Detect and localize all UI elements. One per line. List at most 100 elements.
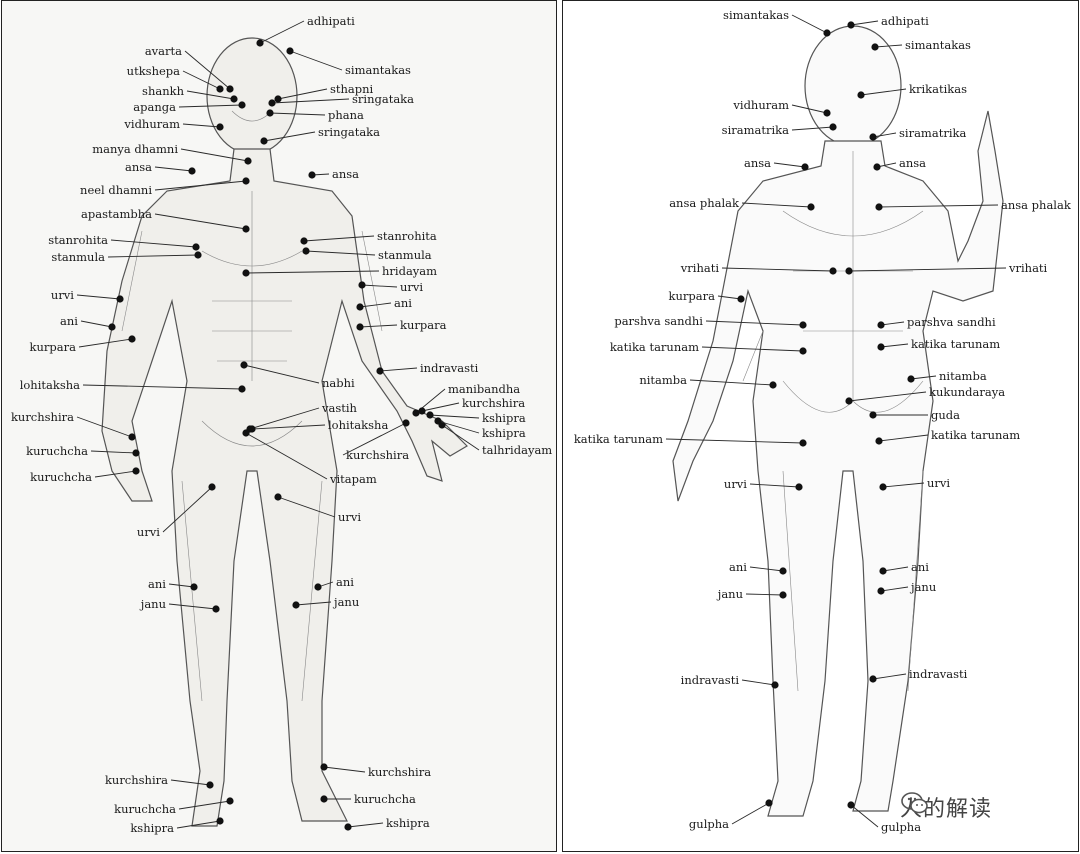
front-point-label: ansa <box>332 167 359 181</box>
back-marma-point <box>869 675 877 683</box>
front-marma-point <box>216 85 224 93</box>
front-leader-line <box>176 820 221 829</box>
back-view-panel: simantakas adhipati simantakas krikatikas vi… <box>562 0 1079 852</box>
back-diagram: simantakas adhipati simantakas krikatikas vi… <box>574 8 1072 834</box>
front-leader-line <box>245 270 380 274</box>
back-marma-point <box>907 375 915 383</box>
front-marma-point <box>226 85 234 93</box>
front-point-label: utkshepa <box>127 64 180 78</box>
back-marma-point <box>847 21 855 29</box>
front-marma-point <box>192 243 200 251</box>
back-marma-point <box>845 397 853 405</box>
front-marma-point <box>300 237 308 245</box>
back-leader-line <box>701 346 804 352</box>
back-marma-point <box>771 681 779 689</box>
back-marma-point <box>875 437 883 445</box>
front-marma-point <box>128 335 136 343</box>
front-point-label: kuruchcha <box>26 444 88 458</box>
front-marma-point <box>274 95 282 103</box>
back-point-label: ansa phalak <box>669 196 740 210</box>
front-marma-point <box>248 425 256 433</box>
front-leader-line <box>107 254 199 258</box>
back-leader-line <box>721 267 834 272</box>
back-leader-line <box>850 20 879 26</box>
front-point-label: urvi <box>338 510 361 524</box>
back-marma-point <box>847 801 855 809</box>
front-marma-point <box>266 109 274 117</box>
back-leader-line <box>874 44 903 48</box>
back-point-label: krikatikas <box>909 82 967 96</box>
front-point-label: kurchshira <box>368 765 431 779</box>
front-leader-line <box>168 583 195 588</box>
back-leader-line <box>731 802 770 825</box>
front-point-label: sringataka <box>352 92 414 106</box>
front-leader-line <box>162 486 213 533</box>
front-point-label: kuruchcha <box>30 470 92 484</box>
front-leader-line <box>110 239 197 248</box>
front-leader-line <box>271 98 350 104</box>
back-leader-line <box>880 343 909 348</box>
back-marma-point <box>823 109 831 117</box>
front-marma-point <box>314 583 322 591</box>
front-point-label: ani <box>394 296 412 310</box>
back-point-label: simantakas <box>723 8 789 22</box>
back-marma-point <box>823 29 831 37</box>
back-point-label: vidhuram <box>732 98 789 112</box>
front-marma-point <box>128 433 136 441</box>
front-leader-line <box>80 320 113 328</box>
front-leader-line <box>82 384 243 390</box>
front-point-label: sthapni <box>330 82 374 96</box>
front-marma-point <box>412 409 420 417</box>
back-marma-point <box>829 267 837 275</box>
back-point-label: ani <box>911 560 929 574</box>
front-point-label: kuruchcha <box>114 802 176 816</box>
back-point-label: nitamba <box>639 373 687 387</box>
back-point-label: katika tarunam <box>610 340 699 354</box>
front-leader-line <box>76 416 133 438</box>
front-leader-line <box>429 414 480 419</box>
front-leader-line <box>277 88 328 100</box>
back-point-label: adhipati <box>881 14 929 28</box>
front-leader-line <box>347 822 384 828</box>
front-marma-point <box>216 817 224 825</box>
back-marma-point <box>869 411 877 419</box>
front-point-label: kurchshira <box>105 773 168 787</box>
front-marma-point <box>356 323 364 331</box>
front-marma-point <box>256 39 264 47</box>
back-leader-line <box>878 204 999 208</box>
front-point-label: ani <box>148 577 166 591</box>
front-marma-point <box>320 795 328 803</box>
back-leader-line <box>860 88 907 96</box>
front-leader-line <box>154 166 193 172</box>
back-point-label: siramatrika <box>722 123 789 137</box>
front-leader-line <box>180 148 249 162</box>
back-marma-point <box>801 163 809 171</box>
back-point-label: kurpara <box>669 289 716 303</box>
back-marma-point <box>879 483 887 491</box>
front-marma-point <box>208 483 216 491</box>
front-leader-line <box>78 338 133 348</box>
front-marma-point <box>376 367 384 375</box>
back-marma-point <box>875 203 883 211</box>
back-marma-point <box>857 91 865 99</box>
front-marma-point <box>108 323 116 331</box>
front-point-label: nabhi <box>322 376 355 390</box>
front-leader-line <box>178 800 231 810</box>
back-leader-line <box>717 295 742 300</box>
front-point-label: shankh <box>142 84 185 98</box>
back-marma-point <box>877 321 885 329</box>
wechat-icon <box>901 792 928 814</box>
front-leader-line <box>259 20 305 44</box>
front-body-figure <box>101 37 468 827</box>
back-leader-line <box>882 566 909 572</box>
back-leader-line <box>872 132 897 138</box>
back-marma-point <box>779 591 787 599</box>
back-marma-point <box>877 343 885 351</box>
back-point-label: kukundaraya <box>929 385 1005 399</box>
front-leader-line <box>269 112 326 116</box>
back-point-label: nitamba <box>939 369 987 383</box>
back-leader-line <box>878 434 929 442</box>
back-leader-line <box>848 267 1007 272</box>
back-point-label: simantakas <box>905 38 971 52</box>
